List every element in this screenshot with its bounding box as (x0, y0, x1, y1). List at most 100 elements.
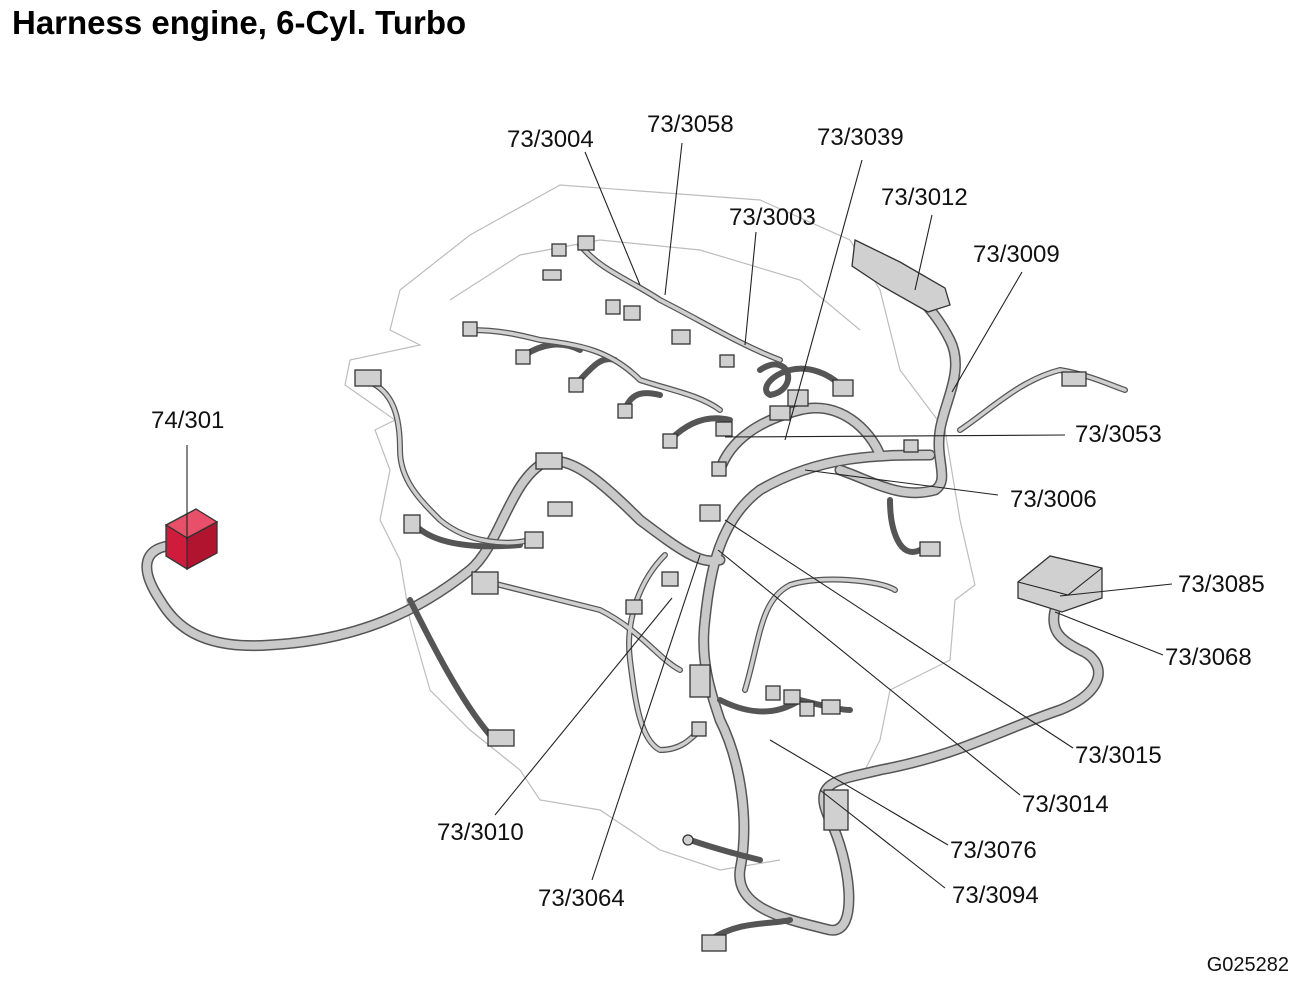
leader-73-3094 (819, 789, 946, 889)
connector (605, 299, 621, 315)
connector (715, 421, 733, 437)
connector (625, 599, 643, 615)
connector (671, 329, 691, 345)
leader-73-3015 (724, 519, 1074, 749)
callout-labels: 74/301 73/3004 73/3058 73/3039 73/3003 7… (151, 111, 1265, 912)
branch-left-sensor-fill (363, 378, 532, 545)
branch-mid-left-fill (478, 578, 682, 672)
harness-trunk-center (698, 449, 1104, 936)
label-73-3006: 73/3006 (1010, 486, 1097, 513)
branch-coil-loop (757, 361, 843, 398)
harness-trunk-center-fill (699, 451, 1103, 935)
connector (471, 571, 499, 595)
label-73-3010: 73/3010 (437, 819, 524, 846)
page-title: Harness engine, 6-Cyl. Turbo (12, 4, 467, 41)
branch-ground-tail (687, 837, 763, 863)
connector (832, 379, 854, 397)
connector (783, 689, 801, 705)
leader-73-3068 (1054, 611, 1164, 656)
branch-right-up (887, 497, 923, 555)
connector-74-301-side (165, 523, 188, 571)
branch-right-mid-fill (743, 577, 897, 692)
branch-left-bottom (407, 597, 493, 738)
label-73-3076: 73/3076 (950, 837, 1037, 864)
connector (903, 439, 919, 453)
branch-mid-drop-fill (627, 553, 702, 752)
label-73-3004: 73/3004 (507, 126, 594, 153)
connector (535, 452, 563, 470)
label-73-3012: 73/3012 (881, 184, 968, 211)
connector (403, 514, 421, 534)
label-73-3003: 73/3003 (729, 204, 816, 231)
harness-branches-fill (363, 243, 1127, 752)
leader-lines (186, 142, 1173, 889)
connector (662, 433, 678, 449)
connector (719, 354, 735, 368)
connector (701, 934, 727, 952)
connector (691, 721, 707, 737)
leader-73-3003 (744, 231, 757, 346)
connector-74-301 (164, 508, 219, 571)
connector (547, 501, 573, 517)
leader-73-3009 (951, 271, 1023, 393)
connector (799, 701, 815, 717)
connector (661, 571, 679, 587)
harness-trunk-left-fill (143, 456, 724, 650)
leader-73-3058 (664, 142, 683, 296)
connector (354, 369, 382, 387)
leader-73-3004 (584, 151, 641, 286)
connector (617, 403, 633, 419)
label-73-3053: 73/3053 (1075, 421, 1162, 448)
harness-upper-loop-fill (716, 404, 884, 474)
label-73-3058: 73/3058 (647, 111, 734, 138)
connector (787, 389, 809, 407)
figure-id: G025282 (1206, 954, 1289, 976)
main-harness-fill (143, 246, 1103, 935)
leader-73-3010 (494, 597, 673, 816)
connector-block-3085 (1017, 555, 1103, 613)
label-73-3068: 73/3068 (1165, 644, 1252, 671)
label-73-3009: 73/3009 (973, 241, 1060, 268)
branch-top-cluster-fill (578, 243, 782, 362)
connector (524, 531, 544, 549)
connector (551, 243, 567, 257)
connector (765, 685, 781, 701)
connector-block-3012 (851, 239, 951, 313)
branch-injectors-fill (468, 328, 722, 412)
leader-73-3039 (784, 159, 863, 441)
branch-right-top-fill (958, 368, 1127, 432)
leader-73-3064 (591, 554, 701, 881)
connector (577, 235, 595, 251)
label-73-3064: 73/3064 (538, 885, 625, 912)
label-73-3014: 73/3014 (1022, 791, 1109, 818)
connector (699, 504, 721, 522)
leader-73-3012 (914, 214, 933, 291)
leader-73-3085 (1059, 583, 1173, 597)
leader-73-3014 (717, 549, 1021, 796)
connector (623, 305, 641, 321)
engine-outline-left (344, 289, 781, 871)
leader-73-3053 (724, 434, 1066, 438)
connector (515, 349, 531, 365)
connector (462, 321, 478, 337)
connector (689, 664, 711, 698)
label-74-301: 74/301 (151, 407, 224, 434)
connector (769, 405, 791, 421)
connector (1061, 371, 1087, 387)
leader-73-3076 (769, 739, 949, 846)
label-73-3085: 73/3085 (1178, 571, 1265, 598)
connector (919, 541, 941, 557)
connector (542, 269, 562, 281)
branch-right-mid (742, 576, 898, 693)
engine-outline-inner (449, 239, 861, 331)
label-73-3039: 73/3039 (817, 124, 904, 151)
ground-terminal (682, 834, 694, 846)
label-73-3094: 73/3094 (952, 882, 1039, 909)
connector (568, 377, 584, 393)
connector (487, 729, 515, 747)
leader-73-3006 (804, 469, 999, 496)
connector (821, 699, 841, 715)
label-73-3015: 73/3015 (1075, 742, 1162, 769)
connector (711, 461, 727, 477)
